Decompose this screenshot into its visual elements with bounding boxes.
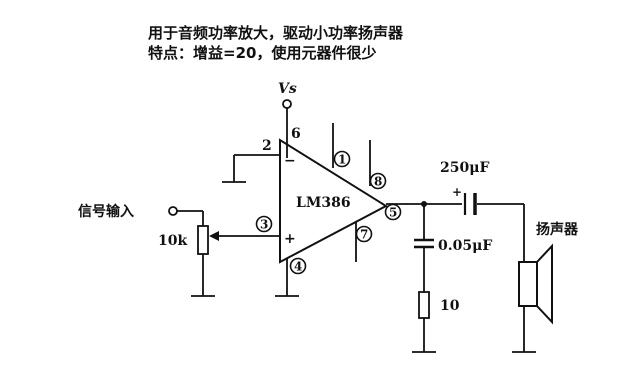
bypass-cap-label: 0.05μF (438, 238, 492, 254)
chip-name: LM386 (296, 195, 351, 211)
output-cap-polarity: + (452, 185, 462, 199)
plus-sign: + (284, 231, 296, 247)
input-label: 信号输入 (78, 203, 134, 220)
speaker-magnet (518, 261, 538, 307)
pin-2-label: 2 (262, 138, 272, 154)
output-cap-label: 250μF (440, 160, 489, 176)
speaker-label: 扬声器 (536, 221, 579, 238)
pin-1-label: 1 (338, 153, 346, 167)
title-line-2: 特点：增益=20，使用元器件很少 (148, 44, 376, 62)
pin-3-marker (255, 215, 273, 233)
lm386-amplifier (279, 138, 389, 264)
wiper-arrow-icon (209, 231, 219, 241)
pin-8-label: 8 (374, 175, 382, 189)
pin-7-marker (355, 225, 373, 243)
pin-5-label: 5 (389, 206, 397, 220)
vs-label: Vs (278, 81, 297, 97)
title-line-1: 用于音频功率放大，驱动小功率扬声器 (148, 24, 404, 42)
pin-8-marker (369, 172, 387, 190)
resistor-label: 10 (440, 298, 460, 314)
resistor-10 (418, 291, 430, 319)
pin-3-label: 3 (260, 218, 268, 232)
pin-4-label: 4 (294, 260, 302, 274)
pin-1-marker (333, 150, 351, 168)
input-terminal (168, 206, 178, 216)
pot-label: 10k (158, 233, 187, 249)
vs-terminal (282, 99, 292, 109)
potentiometer (197, 225, 209, 255)
minus-sign: − (284, 153, 296, 169)
speaker-icon (536, 243, 553, 325)
pin-7-label: 7 (360, 228, 368, 242)
pin-4-marker (289, 257, 307, 275)
pin-6-label: 6 (291, 126, 301, 142)
